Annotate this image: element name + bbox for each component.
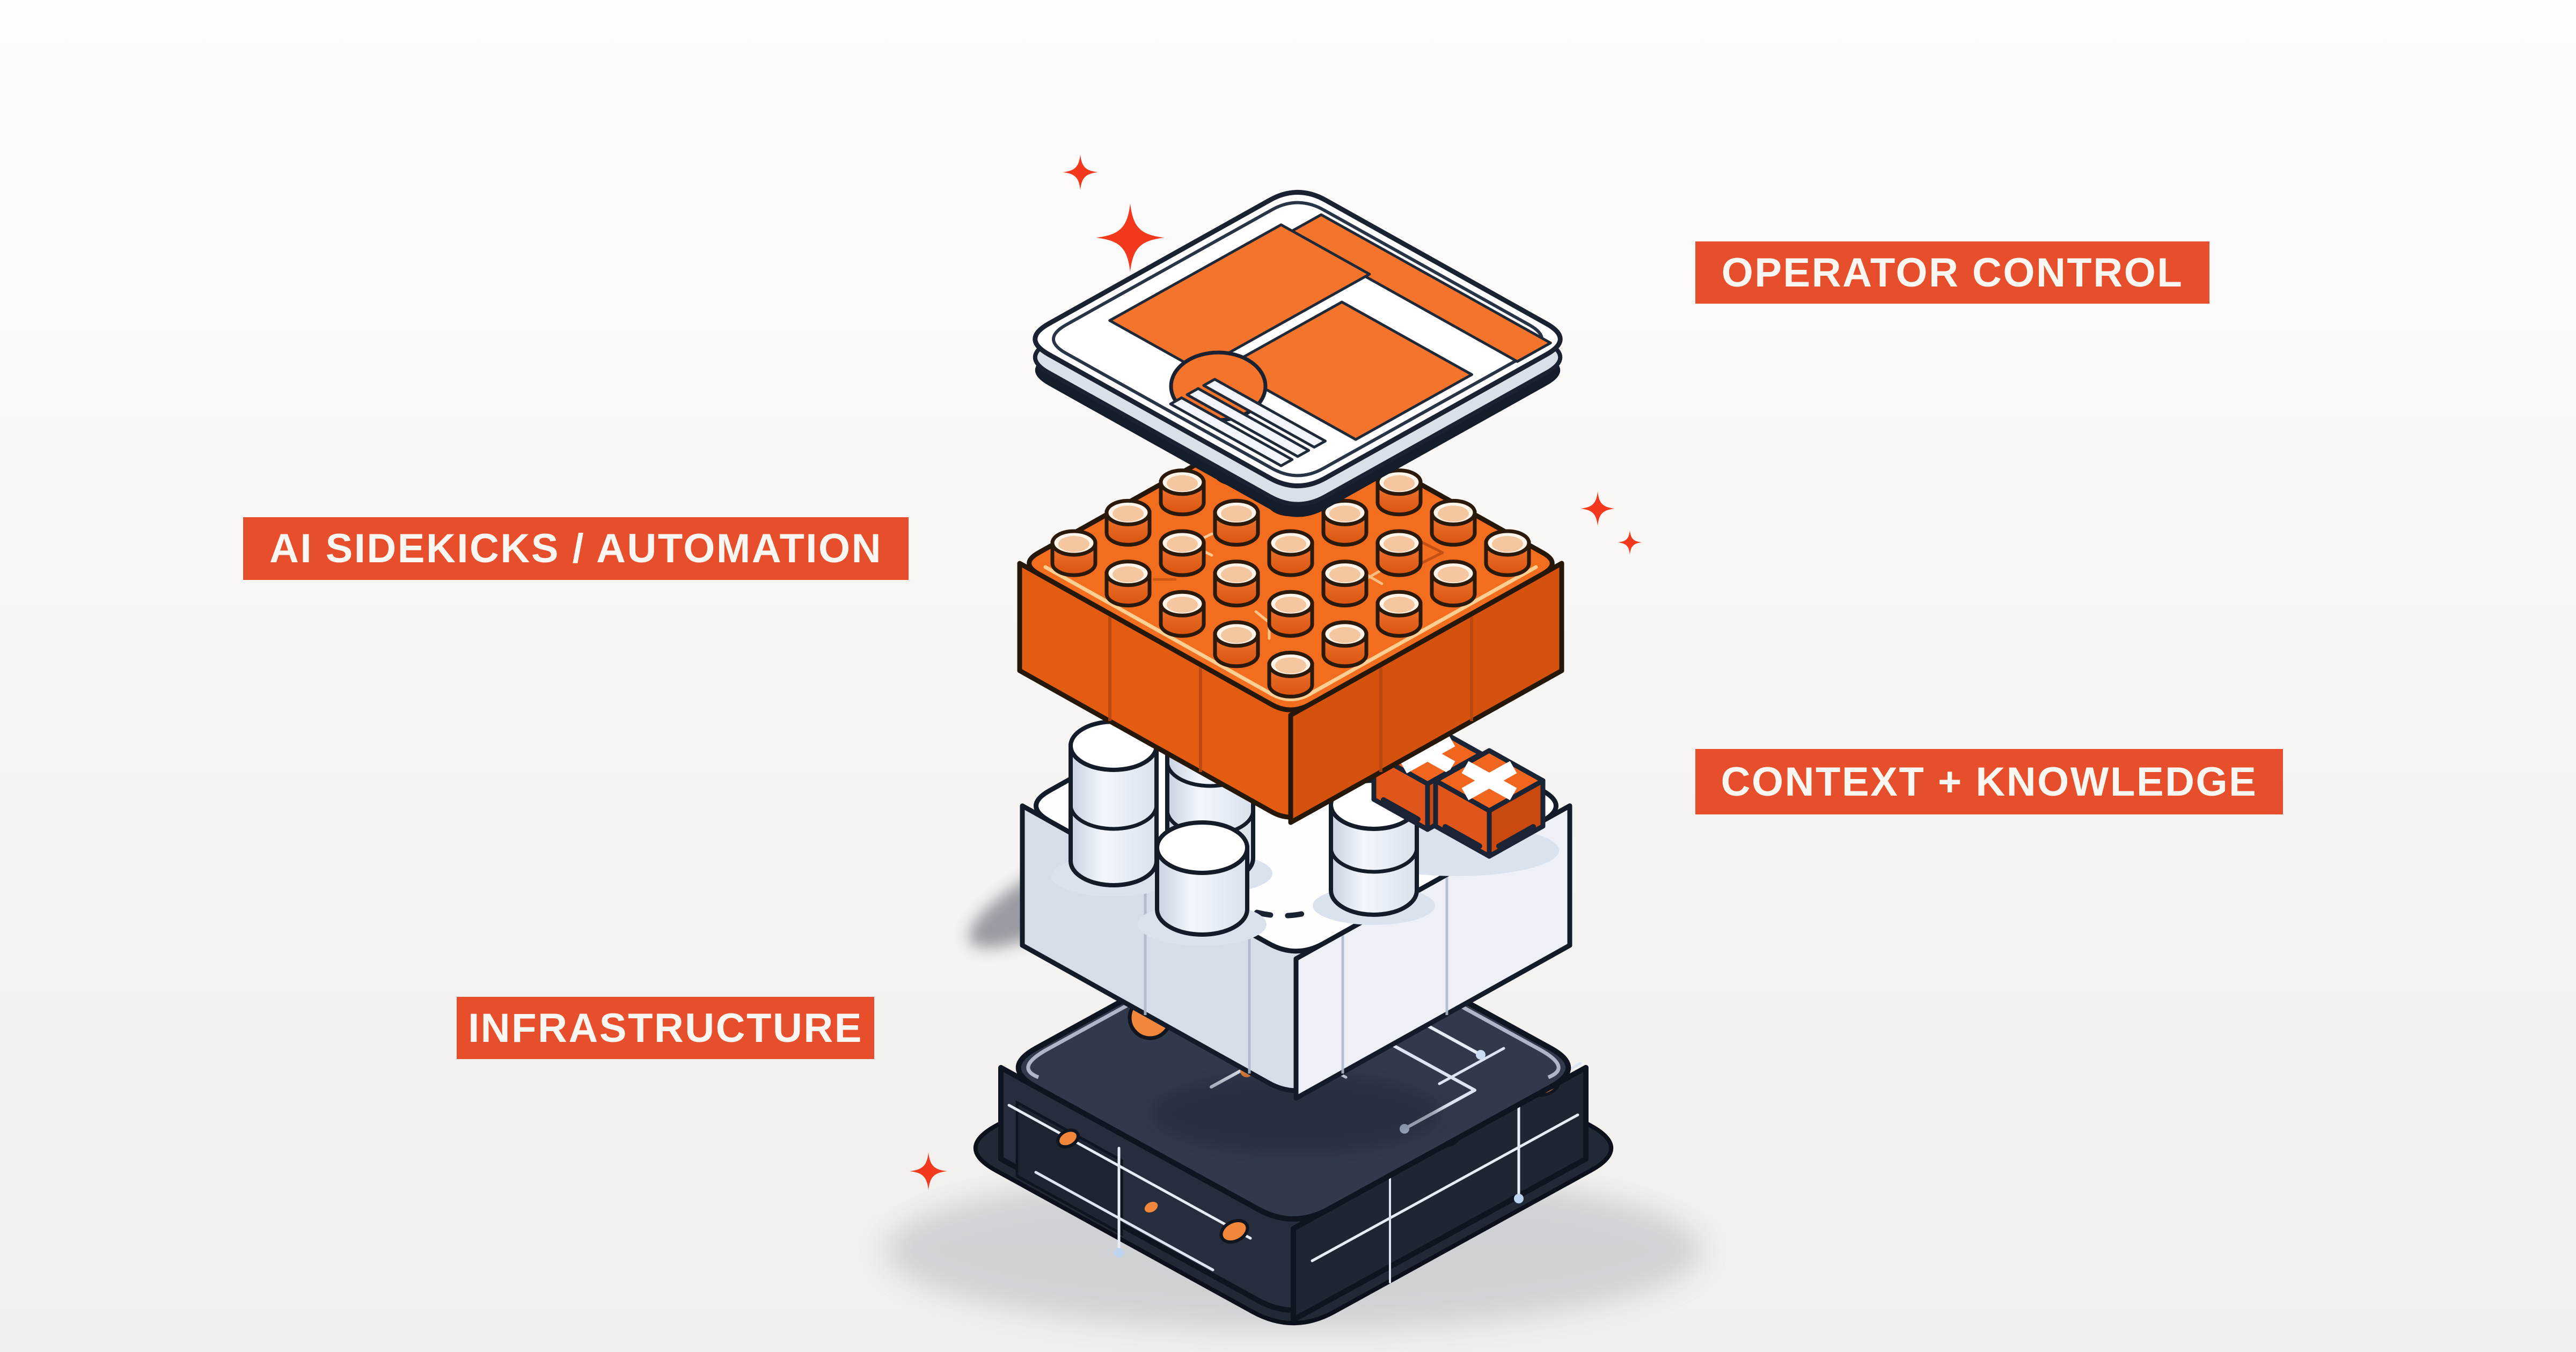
brick-stud [1104,560,1152,608]
brick-stud [1375,590,1423,638]
brick-side-seams [1108,614,1473,772]
ui-text-lines [1169,378,1327,467]
sparkle-icon [1096,203,1165,272]
brick-stud [1213,620,1260,668]
brick-stud [1159,529,1206,577]
brick-stud [1484,529,1531,577]
label-ai-sidekicks: AI SIDEKICKS / AUTOMATION [243,517,909,580]
brick-stud [1321,560,1368,608]
brick-stud [1321,498,1368,547]
brick-stud [1104,498,1152,547]
brick-stud [1159,468,1206,517]
brick-stud [1375,529,1423,577]
ui-right-panel [1224,300,1473,441]
ui-top-bar [1286,213,1552,363]
brick-stud [1375,468,1423,517]
context-slab-side-seams [1144,875,1448,1074]
infrastructure-left-face-circuits [1007,1100,1252,1272]
label-context-knowledge-text: CONTEXT + KNOWLEDGE [1721,759,2258,805]
dashboard-ui [1108,213,1552,467]
label-context-knowledge: CONTEXT + KNOWLEDGE [1695,749,2283,814]
brick-edge-highlight [1043,565,1538,701]
database-cylinder-right [1329,778,1419,917]
label-infrastructure-text: INFRASTRUCTURE [468,1005,863,1051]
brick-stud [1267,529,1314,577]
x-glyph-strokes [1461,761,1517,800]
brick-stud [1321,620,1368,668]
label-infrastructure: INFRASTRUCTURE [457,997,874,1059]
database-cylinder-front [1155,820,1249,937]
label-ai-sidekicks-text: AI SIDEKICKS / AUTOMATION [269,526,882,571]
brick-stud [1267,590,1314,638]
label-operator-control: OPERATOR CONTROL [1695,241,2209,304]
brick-stud [1159,590,1206,638]
sparkle-icon [1063,155,1098,190]
operator-control-tile [1033,190,1563,517]
brick-stud [1213,498,1260,547]
context-slab-cast-shadow-top [1151,1073,1441,1153]
sparkle-icon [1580,491,1615,526]
brick-stud [1430,560,1477,608]
brick-stud [1050,529,1097,577]
sparkle-icon [1618,530,1642,555]
sparkle-icon [910,1152,947,1190]
label-operator-control-text: OPERATOR CONTROL [1721,249,2184,296]
brick-stud [1430,498,1477,547]
x-block-front [1433,748,1546,859]
database-cylinder-left [1069,719,1159,887]
brick-stud [1213,560,1260,608]
brick-stud [1267,650,1314,699]
